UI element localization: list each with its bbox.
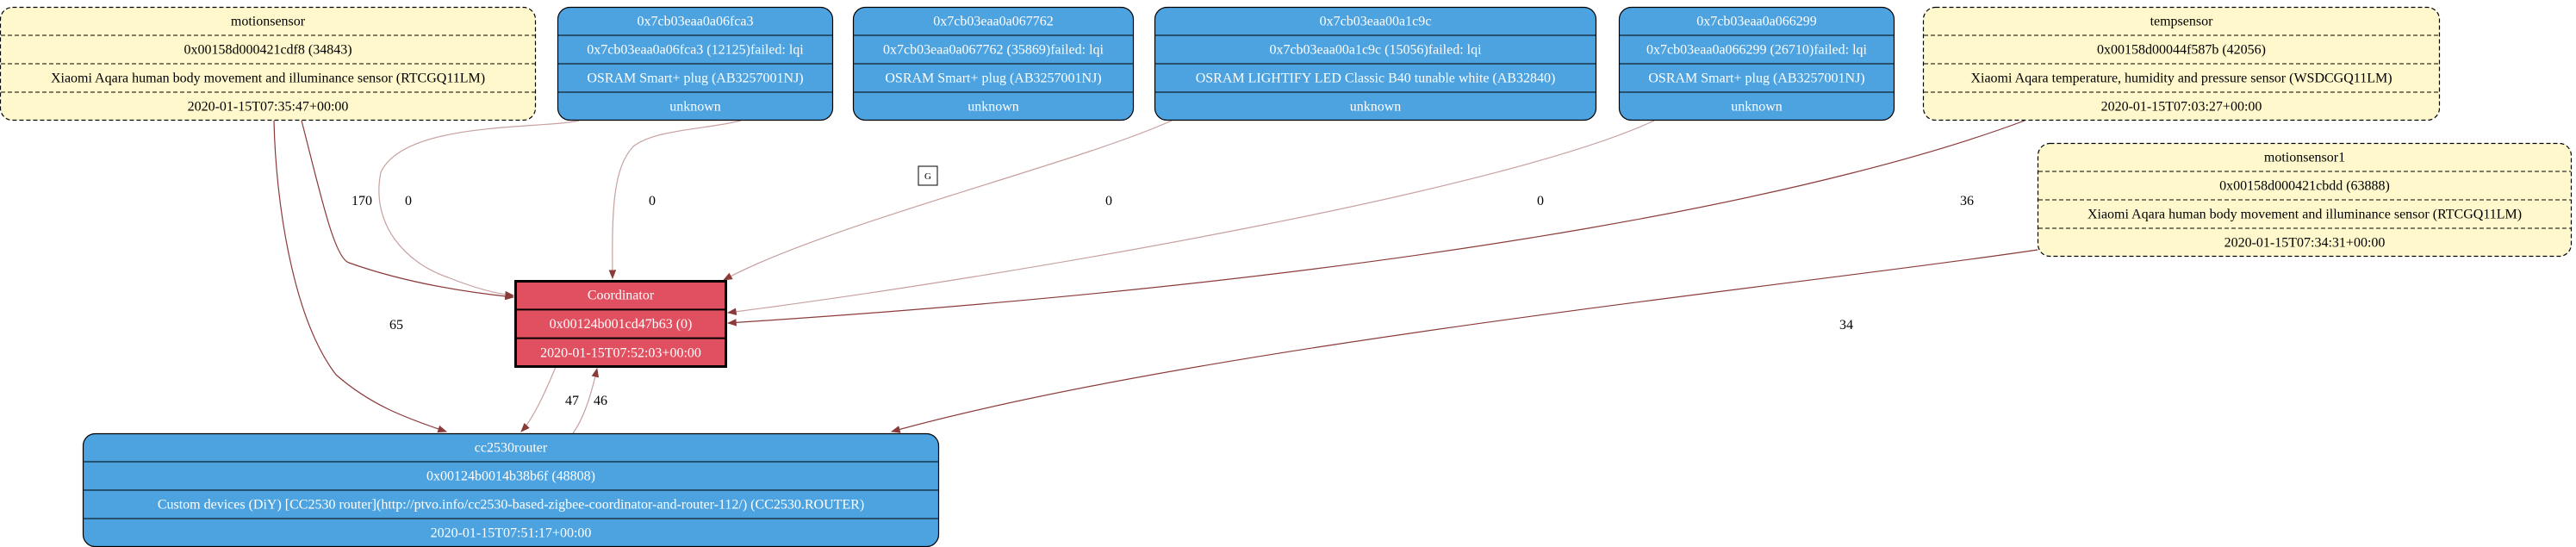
edge-line — [572, 367, 600, 434]
node-row: 0x00124b001cd47b63 (0) — [550, 317, 693, 332]
edge-line — [301, 120, 515, 301]
node-row: 2020-01-15T07:35:47+00:00 — [188, 100, 349, 115]
edge-line — [378, 120, 580, 299]
node-title: cc2530router — [475, 441, 548, 456]
nodes-layer: motionsensor 0x00158d000421cdf8 (34843) Xi… — [0, 6, 2573, 547]
node-row: 0x00124b0014b38b6f (48808) — [426, 469, 595, 484]
node-row: OSRAM Smart+ plug (AB3257001NJ) — [587, 71, 803, 86]
node-fca3[interactable]: 0x7cb03eaa0a06fca3 0x7cb03eaa0a06fca3 (12… — [557, 6, 834, 121]
node-row: unknown — [1731, 100, 1783, 115]
edge-lqi-label: 46 — [594, 394, 607, 408]
node-row: OSRAM LIGHTIFY LED Classic B40 tunable w… — [1196, 71, 1556, 86]
node-row: OSRAM Smart+ plug (AB3257001NJ) — [1648, 71, 1864, 86]
edge-line — [723, 120, 1173, 281]
edge-motionsensor-to-coordinator: 170 — [301, 120, 515, 301]
node-coordinator[interactable]: Coordinator 0x00124b001cd47b63 (0) 2020-01… — [514, 280, 727, 368]
edge-lqi-label: 0 — [405, 194, 412, 208]
edge-lqi-label: 47 — [565, 394, 579, 408]
node-box — [514, 280, 727, 368]
node-cc2530router[interactable]: cc2530router 0x00124b0014b38b6f (48808) Cu… — [82, 432, 940, 547]
edge-motionsensor1-to-cc2530router: 34 — [890, 249, 2038, 433]
node-row: 0x7cb03eaa0a066299 (26710)failed: lqi — [1646, 43, 1867, 58]
edge-motionsensor-to-cc2530router: 65 — [273, 120, 448, 433]
edge-line — [608, 120, 742, 280]
edge-lqi-label: 170 — [352, 194, 372, 208]
edge-lqi-label: 65 — [389, 318, 403, 333]
edge-line — [273, 120, 448, 433]
node-row: 2020-01-15T07:52:03+00:00 — [540, 345, 701, 360]
node-motionsensor1[interactable]: motionsensor1 0x00158d000421cbdd (63888) X… — [2037, 142, 2573, 258]
node-title: motionsensor1 — [2264, 151, 2345, 165]
node-row: unknown — [669, 100, 721, 115]
node-title: 0x7cb03eaa0a067762 — [933, 15, 1054, 29]
graph-label-box: G — [918, 165, 938, 186]
edge-lqi-label: 36 — [1960, 194, 1974, 208]
node-row: 0x00158d00044f587b (42056) — [2097, 43, 2266, 58]
edge-6299-to-coordinator: 0 — [726, 120, 1655, 316]
edge-lqi-label: 0 — [1537, 194, 1544, 208]
node-1c9c[interactable]: 0x7cb03eaa00a1c9c 0x7cb03eaa00a1c9c (1505… — [1154, 6, 1597, 121]
node-title: 0x7cb03eaa00a1c9c — [1320, 15, 1432, 29]
node-row: 2020-01-15T07:03:27+00:00 — [2101, 100, 2262, 115]
node-title: 0x7cb03eaa0a066299 — [1696, 15, 1817, 29]
node-row: OSRAM Smart+ plug (AB3257001NJ) — [885, 71, 1101, 86]
node-6299[interactable]: 0x7cb03eaa0a066299 0x7cb03eaa0a066299 (26… — [1618, 6, 1895, 121]
edge-coordinator-to-cc2530router: 47 — [520, 366, 579, 432]
node-title: motionsensor — [231, 15, 306, 29]
node-row: 0x7cb03eaa00a1c9c (15056)failed: lqi — [1269, 43, 1482, 58]
node-tempsensor[interactable]: tempsensor 0x00158d00044f587b (42056) Xiao… — [1922, 6, 2441, 121]
edge-fca3-to-coordinator: 0 — [378, 120, 580, 299]
node-row: Custom devices (DiY) [CC2530 router](htt… — [158, 498, 864, 513]
edge-7762-to-coordinator: 0 — [608, 120, 742, 280]
node-row: 0x7cb03eaa0a06fca3 (12125)failed: lqi — [587, 43, 804, 58]
edge-lqi-label: 0 — [1105, 194, 1112, 208]
graph-label: G — [924, 171, 931, 182]
node-row: Xiaomi Aqara human body movement and ill… — [2088, 208, 2522, 222]
node-title: 0x7cb03eaa0a06fca3 — [637, 15, 753, 29]
edge-tempsensor-to-coordinator: 36 — [726, 120, 2025, 326]
node-row: unknown — [1350, 100, 1402, 115]
edge-line — [726, 120, 2025, 326]
node-7762[interactable]: 0x7cb03eaa0a067762 0x7cb03eaa0a067762 (35… — [852, 6, 1135, 121]
edge-cc2530router-to-coordinator: 46 — [572, 367, 607, 434]
edge-lqi-label: 34 — [1839, 318, 1853, 333]
node-row: 0x00158d000421cdf8 (34843) — [184, 43, 352, 58]
node-row: Xiaomi Aqara temperature, humidity and p… — [1970, 71, 2392, 86]
node-row: Xiaomi Aqara human body movement and ill… — [51, 71, 485, 86]
node-title: tempsensor — [2150, 15, 2214, 29]
node-row: 0x00158d000421cbdd (63888) — [2219, 179, 2390, 194]
node-row: 0x7cb03eaa0a067762 (35869)failed: lqi — [883, 43, 1104, 58]
node-motionsensor[interactable]: motionsensor 0x00158d000421cdf8 (34843) Xi… — [0, 6, 537, 121]
edge-lqi-label: 0 — [649, 194, 656, 208]
edges-layer: 170 65 0 0 0 0 36 34 47 46 — [273, 120, 2038, 434]
node-row: unknown — [968, 100, 1019, 115]
edge-line — [726, 120, 1655, 316]
edge-1c9c-to-coordinator: 0 — [723, 120, 1173, 281]
edge-line — [890, 249, 2038, 433]
node-row: 2020-01-15T07:34:31+00:00 — [2224, 236, 2386, 251]
edge-line — [520, 366, 557, 432]
node-title: Coordinator — [588, 289, 655, 303]
node-row: 2020-01-15T07:51:17+00:00 — [431, 526, 592, 541]
